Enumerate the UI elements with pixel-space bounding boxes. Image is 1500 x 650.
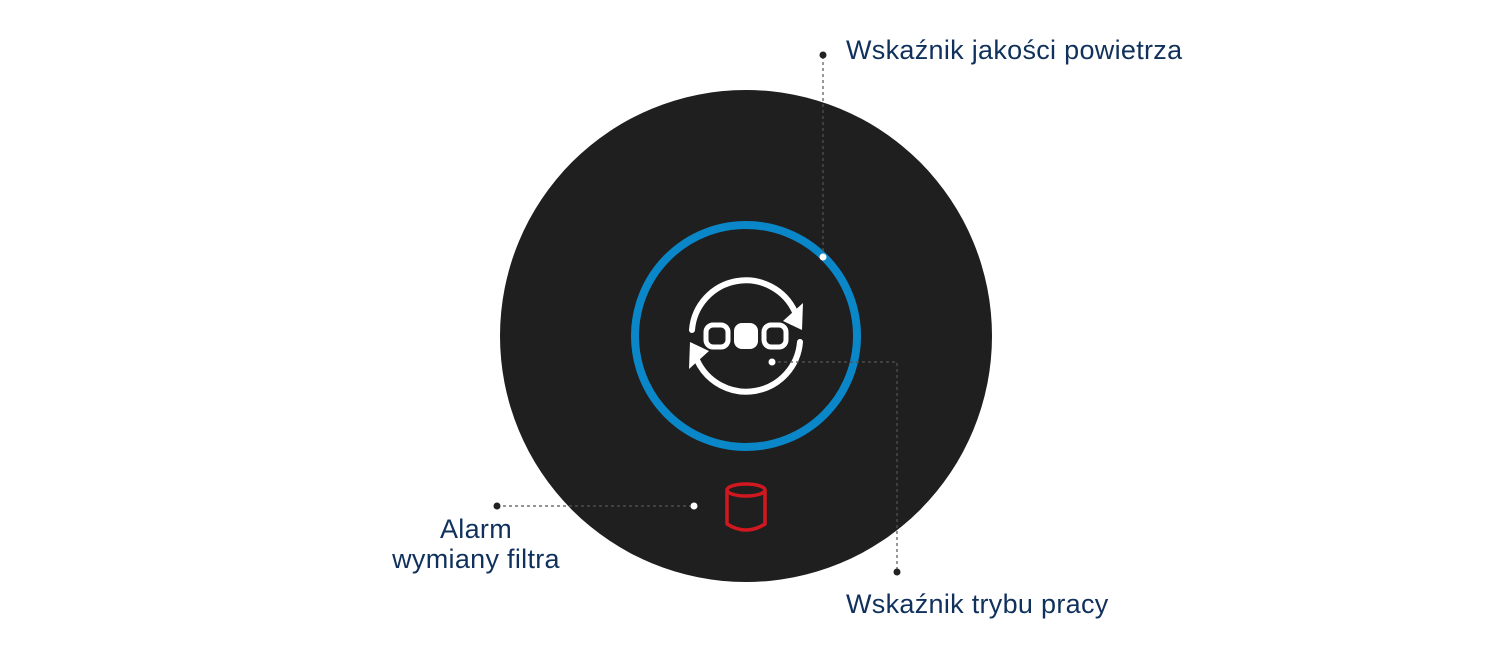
leader-lines xyxy=(497,56,898,572)
filter-alarm-label-line1: Alarm xyxy=(439,514,512,544)
filter-target-dot xyxy=(690,502,698,510)
air-quality-ring xyxy=(631,221,861,451)
auto-mode-arrow-bottom xyxy=(694,339,803,395)
auto-mode-dot-center xyxy=(734,323,758,349)
auto-mode-arrow-top xyxy=(689,277,798,333)
auto-mode-dot-left xyxy=(703,322,731,350)
filter-cartridge-body xyxy=(725,490,767,532)
filter-label-dot xyxy=(493,502,501,510)
mode-indicator-label: Wskaźnik trybu pracy xyxy=(846,589,1109,619)
leader-dots xyxy=(493,51,901,576)
auto-mode-dot-right xyxy=(761,322,789,350)
auto-mode-icon xyxy=(689,277,803,395)
filter-alarm-label: Alarm wymiany filtra xyxy=(358,514,594,574)
mode-leader-line xyxy=(772,361,898,572)
mode-label-dot xyxy=(893,568,901,576)
air-quality-target-dot xyxy=(819,253,827,261)
mode-target-dot xyxy=(768,358,776,366)
auto-mode-arrowhead-top xyxy=(783,303,803,330)
air-quality-label-dot xyxy=(819,51,827,59)
filter-cartridge-icon xyxy=(725,482,767,532)
auto-mode-arrowhead-bottom xyxy=(689,342,709,369)
air-quality-indicator-label: Wskaźnik jakości powietrza xyxy=(846,35,1183,65)
filter-alarm-label-line2: wymiany filtra xyxy=(392,544,560,574)
